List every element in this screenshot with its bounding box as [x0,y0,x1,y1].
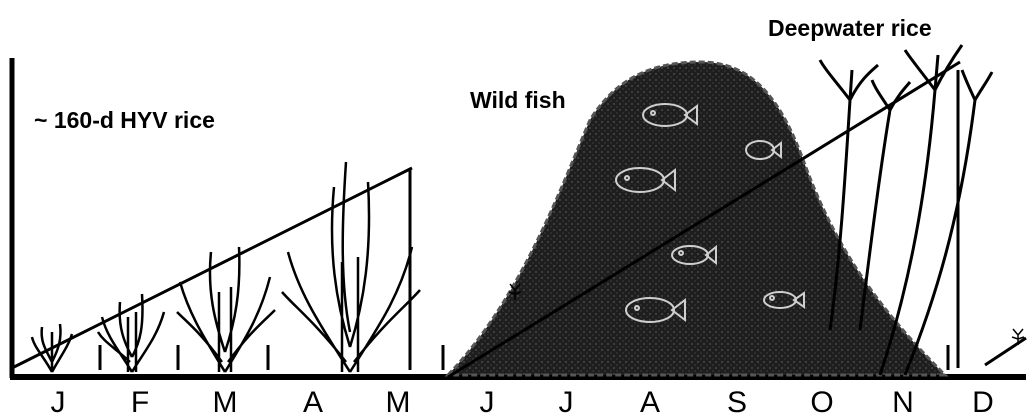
month-label: J [480,386,495,418]
wild-fish-label: Wild fish [470,87,566,113]
month-label: A [640,386,660,418]
month-label: F [131,386,149,418]
rice-plant-icon [32,324,72,372]
rice-plant-icon [98,294,164,372]
month-label: O [810,386,833,418]
rice-plant-icon [282,162,420,372]
month-labels: J F M A M J J A S O N D [51,386,994,418]
deepwater-rice-label: Deepwater rice [768,15,932,41]
month-label: N [892,386,914,418]
month-label: S [727,386,747,418]
month-label: M [213,386,238,418]
hyv-rice-label: ~ 160-d HYV rice [34,107,215,133]
month-label: J [559,386,574,418]
next-cycle-line [985,338,1026,365]
month-label: J [51,386,66,418]
month-label: D [972,386,994,418]
month-label: A [303,386,323,418]
rice-plant-icon [177,247,275,372]
month-label: M [386,386,411,418]
